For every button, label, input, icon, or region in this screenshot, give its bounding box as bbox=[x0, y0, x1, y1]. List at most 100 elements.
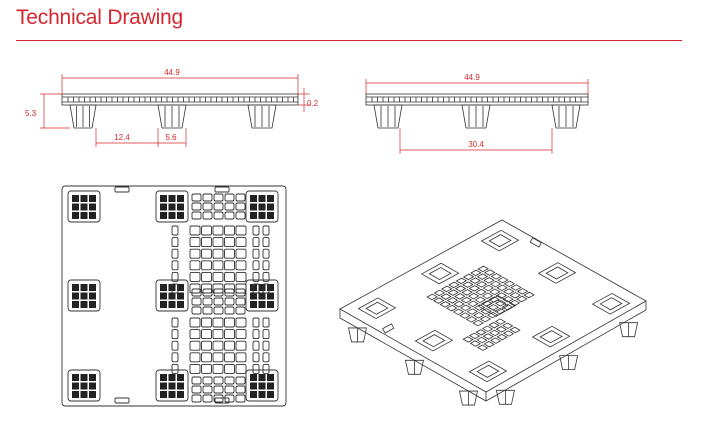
deck-cell bbox=[235, 385, 246, 394]
deck-cell bbox=[224, 211, 235, 220]
deck-cell bbox=[191, 193, 202, 202]
deck-cell bbox=[235, 340, 247, 351]
deck-grid-cell bbox=[503, 280, 516, 288]
deck-grid-cell bbox=[501, 303, 514, 311]
deck-cell bbox=[262, 271, 270, 282]
foot-pad-cell bbox=[160, 212, 167, 219]
deck-cell bbox=[252, 340, 260, 351]
foot-pad-cell bbox=[267, 212, 274, 219]
foot-pad bbox=[155, 190, 189, 223]
foot-pad-cell bbox=[267, 391, 274, 398]
deck-grid-cell bbox=[497, 276, 509, 284]
foot-pocket-inner bbox=[599, 297, 623, 311]
deck-grid-cell bbox=[475, 329, 487, 336]
deck-grid-cell bbox=[452, 308, 465, 316]
deck-grid-cell bbox=[440, 293, 452, 300]
deck-grid-cell bbox=[502, 288, 515, 295]
deck-cell bbox=[202, 306, 213, 315]
foot-pad-cell bbox=[258, 374, 266, 381]
isometric-view bbox=[339, 219, 647, 406]
deck-cell bbox=[224, 260, 235, 271]
foot-center bbox=[461, 104, 491, 129]
foot-pad bbox=[67, 279, 101, 312]
deck-cell bbox=[212, 283, 224, 294]
deck-cell bbox=[235, 306, 246, 315]
foot-pad-cell bbox=[72, 284, 79, 291]
feet bbox=[348, 322, 639, 406]
deck-cell bbox=[212, 225, 224, 236]
deck-cell bbox=[224, 394, 235, 403]
deck-grid-cell bbox=[453, 300, 465, 308]
deck-grid-cell bbox=[489, 280, 502, 288]
foot-pad-cell bbox=[80, 203, 88, 211]
foot-pocket bbox=[480, 229, 520, 252]
handle-slot bbox=[529, 237, 542, 248]
deck-cell bbox=[224, 297, 235, 306]
deck-cell bbox=[171, 237, 179, 248]
deck-grid-cell bbox=[475, 288, 487, 296]
foot-pad-cell bbox=[177, 203, 184, 211]
dim-foot-span: 30.4 bbox=[468, 140, 484, 149]
deck-cell bbox=[235, 237, 247, 248]
foot-pad-cell bbox=[177, 301, 184, 308]
foot-pad-cell bbox=[72, 391, 79, 398]
deck-grid-cell bbox=[426, 293, 438, 301]
foot-pocket bbox=[468, 360, 508, 383]
deck-cell bbox=[201, 248, 212, 259]
deck-cell bbox=[235, 394, 246, 403]
deck-grid bbox=[426, 265, 535, 351]
deck-grid-cell bbox=[494, 300, 507, 307]
deck-cell bbox=[252, 317, 260, 328]
foot-pad-cell bbox=[72, 203, 79, 211]
foot-pad-cell bbox=[160, 391, 167, 398]
label-slot bbox=[114, 397, 130, 404]
foot bbox=[348, 327, 368, 343]
foot-pad-cell bbox=[250, 382, 257, 390]
foot-pad-cell bbox=[72, 382, 79, 390]
foot-pad-cell bbox=[258, 301, 266, 308]
deck-cell bbox=[235, 248, 247, 259]
foot-pad-cell bbox=[89, 284, 96, 291]
foot-pad-cell bbox=[267, 195, 274, 202]
deck-grid-cell bbox=[467, 300, 479, 308]
deck-grid-cell bbox=[516, 295, 528, 303]
deck-cell bbox=[189, 352, 201, 363]
deck-grid-cell bbox=[496, 284, 508, 292]
deck-cell bbox=[224, 271, 235, 282]
deck-grid-cell bbox=[490, 273, 503, 280]
deck-grid-cell bbox=[481, 300, 493, 307]
foot-pocket-inner bbox=[539, 330, 563, 344]
foot-pad bbox=[67, 190, 101, 223]
dim-height: 5.3 bbox=[25, 109, 37, 118]
deck-cell bbox=[224, 248, 235, 259]
deck-cell bbox=[189, 237, 201, 248]
deck-outline bbox=[61, 93, 299, 106]
pallet-outline bbox=[61, 185, 287, 407]
foot-pocket bbox=[537, 262, 577, 284]
deck-grid-cell bbox=[480, 308, 492, 315]
deck-cell bbox=[213, 385, 224, 394]
deck-cell bbox=[201, 363, 212, 374]
foot-pad bbox=[245, 190, 279, 223]
deck-cell bbox=[235, 317, 247, 328]
foot-pad-cell bbox=[89, 203, 96, 211]
deck-grid-cell bbox=[488, 296, 500, 303]
deck-cell bbox=[191, 306, 202, 315]
deck-cell bbox=[213, 394, 224, 403]
deck-grid-cell bbox=[489, 329, 501, 337]
deck-cell bbox=[262, 329, 270, 340]
label-slot bbox=[382, 323, 395, 334]
foot-pad-cell bbox=[160, 374, 167, 381]
deck-cell bbox=[189, 248, 201, 259]
deck-grid-cell bbox=[462, 273, 475, 281]
deck-cell bbox=[191, 202, 202, 211]
foot-pad-cell bbox=[177, 284, 184, 291]
dimensions-left bbox=[40, 74, 310, 147]
deck-cell bbox=[224, 288, 235, 297]
deck-cell bbox=[235, 271, 247, 282]
deck-cell bbox=[224, 193, 235, 202]
foot-pocket bbox=[357, 297, 397, 320]
deck-grid-cell bbox=[474, 296, 487, 304]
deck-grid-cell bbox=[473, 304, 486, 311]
deck-grid-cell bbox=[462, 281, 474, 288]
